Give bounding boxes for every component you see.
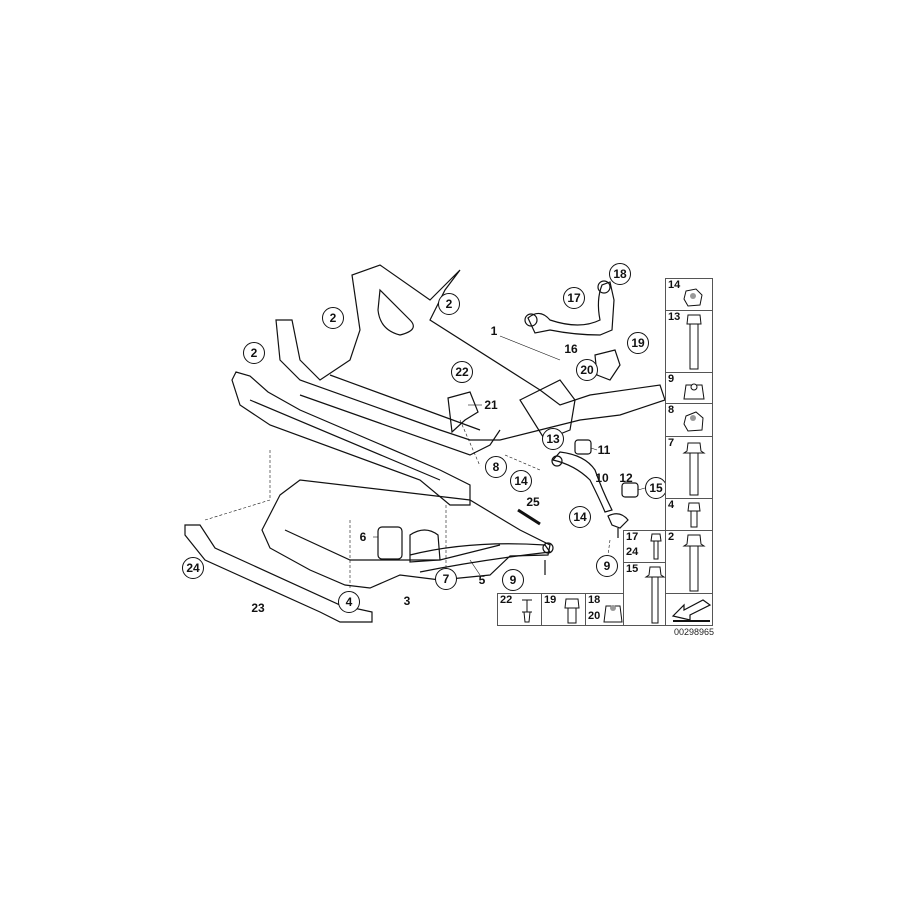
hex-bolt-icon [686,314,702,370]
short-bolt-icon [687,502,701,528]
hardware-cell-18-20: 18 20 [585,593,624,626]
small-bolt-icon [650,533,662,560]
collar-nut-icon [683,383,705,400]
callout-7: 7 [435,568,457,590]
hardware-cell-19: 19 [541,593,586,626]
callout-14: 14 [510,470,532,492]
callout-18: 18 [609,263,631,285]
bolt-icon [564,598,580,624]
hardware-cell-2: 2 [665,530,713,594]
callout-11: 11 [597,443,611,457]
bushing-6 [377,526,403,560]
direction-arrow-cell [665,593,713,626]
hardware-cell-15: 15 [623,562,666,626]
hardware-cell-13: 13 [665,310,713,373]
control-arm-5 [409,543,552,573]
callout-17: 17 [563,287,585,309]
callout-22: 22 [451,361,473,383]
callout-8: 8 [485,456,507,478]
callout-9: 9 [502,569,524,591]
callout-19: 19 [627,332,649,354]
callout-21: 21 [484,398,498,412]
direction-arrow-icon [671,599,712,621]
hardware-cell-7: 7 [665,436,713,499]
callout-2: 2 [243,342,265,364]
callout-9: 9 [596,555,618,577]
callout-2: 2 [322,307,344,329]
callout-5: 5 [478,573,486,587]
bracket-20 [594,349,621,381]
callout-3: 3 [403,594,411,608]
clip-rivet-icon [522,599,532,623]
hardware-cell-22: 22 [497,593,542,626]
hardware-cell-17-24: 17 24 [623,530,666,563]
callout-6: 6 [359,530,367,544]
callout-16: 16 [564,342,578,356]
pin-25 [517,508,541,526]
bushing-11 [574,439,592,455]
reinforcement-plate-23 [184,524,373,623]
callout-2: 2 [438,293,460,315]
underbody-plate [261,479,551,589]
diagram-id: 00298965 [674,627,715,637]
flange-bolt-icon [682,442,706,496]
bracket-21 [447,391,479,434]
upper-control-arm-16 [527,281,615,336]
callout-13: 13 [542,428,564,450]
callout-23: 23 [251,601,265,615]
bushing-12 [621,482,639,498]
callout-24: 24 [182,557,204,579]
callout-20: 20 [576,359,598,381]
hex-nut-icon [683,288,703,307]
callout-4: 4 [338,591,360,613]
front-crossmember [231,371,471,506]
flange-bolt-icon [644,566,666,624]
hardware-cell-14: 14 [665,278,713,311]
tension-strut-10 [551,451,613,513]
callout-15: 15 [645,477,667,499]
bushing-7 [409,529,441,563]
callout-10: 10 [595,471,609,485]
flange-bolt-icon [682,534,706,592]
callout-14: 14 [569,506,591,528]
hardware-cell-4: 4 [665,498,713,531]
hex-nut-icon [683,411,704,432]
collar-nut-icon [603,605,623,623]
hardware-cell-8: 8 [665,403,713,437]
callout-1: 1 [490,324,498,338]
hardware-cell-9: 9 [665,372,713,404]
subframe-rail [275,264,666,441]
callout-25: 25 [526,495,540,509]
callout-12: 12 [619,471,633,485]
